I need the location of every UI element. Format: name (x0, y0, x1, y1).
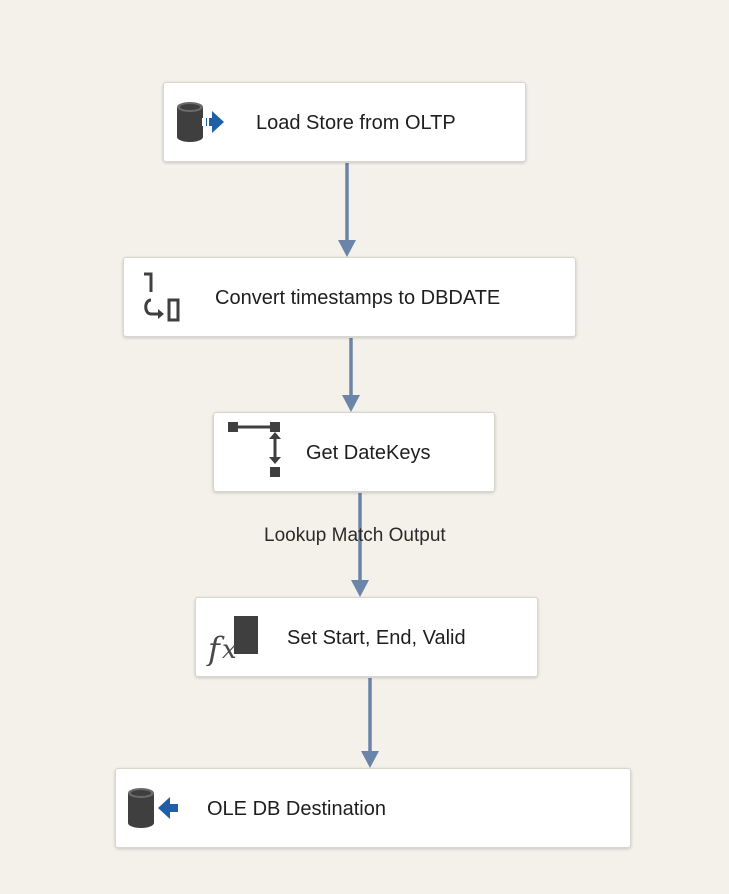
path-convert-to-lookup[interactable] (342, 338, 360, 412)
task-get-datekeys[interactable]: Get DateKeys (213, 412, 495, 492)
path-load-to-convert[interactable] (338, 163, 356, 257)
task-convert-timestamps[interactable]: Convert timestamps to DBDATE (123, 257, 576, 337)
task-label: Get DateKeys (306, 442, 431, 464)
task-ole-db-destination[interactable]: OLE DB Destination (115, 768, 631, 848)
task-label: Set Start, End, Valid (287, 627, 466, 649)
task-set-start-end-valid[interactable]: f x Set Start, End, Valid (195, 597, 538, 677)
task-load-store-from-oltp[interactable]: Load Store from OLTP (163, 82, 526, 162)
ole-db-destination-icon (122, 781, 182, 837)
task-label: Load Store from OLTP (256, 112, 456, 134)
path-lookup-to-derived[interactable] (351, 493, 369, 597)
svg-text:x: x (222, 635, 237, 665)
path-derived-to-destination[interactable] (361, 678, 379, 768)
derived-column-icon: f x (202, 610, 262, 666)
lookup-icon (222, 419, 282, 477)
task-label: OLE DB Destination (207, 798, 386, 820)
path-label-lookup-match-output: Lookup Match Output (264, 525, 446, 546)
data-conversion-icon (130, 270, 190, 326)
ole-db-source-icon (172, 95, 232, 151)
task-label: Convert timestamps to DBDATE (215, 287, 501, 309)
